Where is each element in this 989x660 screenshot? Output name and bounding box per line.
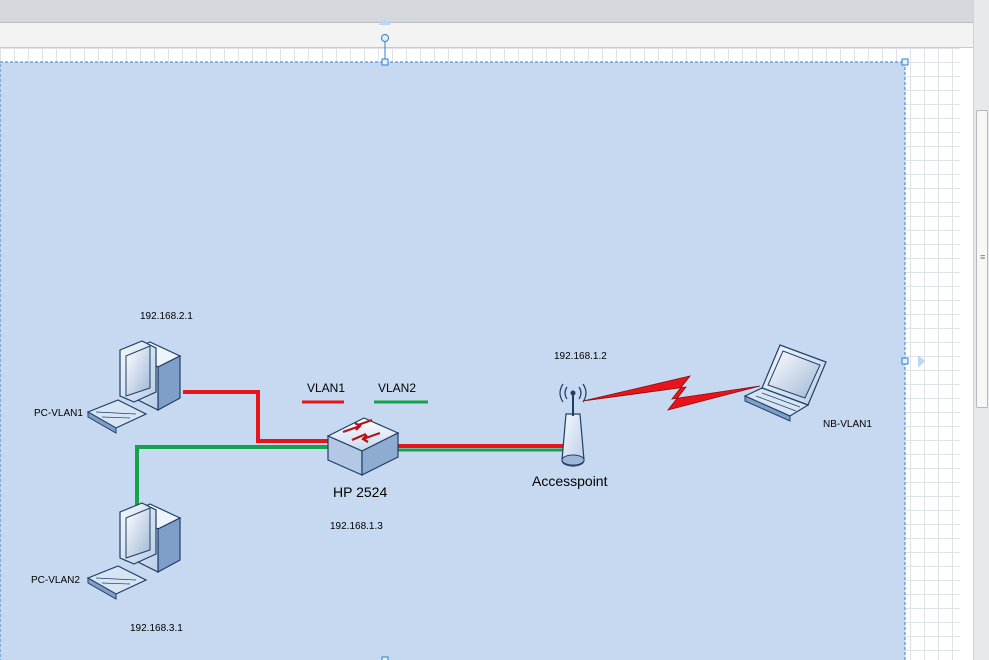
selection-handle-bottom[interactable] bbox=[381, 656, 389, 660]
legend-vlan2-label: VLAN2 bbox=[378, 381, 416, 395]
vlan1-link-pc1-switch[interactable] bbox=[183, 390, 335, 443]
accesspoint-icon[interactable] bbox=[559, 383, 587, 467]
scroll-grip-icon: ≡ bbox=[980, 252, 986, 262]
notebook-icon[interactable] bbox=[743, 344, 827, 422]
pc-vlan2-name: PC-VLAN2 bbox=[31, 575, 80, 586]
legend-vlan1-label: VLAN1 bbox=[307, 381, 345, 395]
notebook-name: NB-VLAN1 bbox=[823, 419, 872, 430]
rotation-handle[interactable] bbox=[381, 34, 389, 42]
pc-vlan2-ip: 192.168.3.1 bbox=[130, 623, 183, 634]
accesspoint-name: Accesspoint bbox=[532, 473, 608, 489]
switch-icon[interactable] bbox=[326, 417, 400, 476]
resize-arrow-top-icon[interactable] bbox=[379, 18, 391, 25]
scrollbar-thumb[interactable]: ≡ bbox=[976, 110, 988, 408]
top-toolbar bbox=[0, 0, 973, 23]
selection-handle-top-right[interactable] bbox=[901, 58, 909, 66]
switch-ip: 192.168.1.3 bbox=[330, 521, 383, 532]
vertical-scrollbar[interactable]: ≡ bbox=[973, 0, 989, 660]
switch-name: HP 2524 bbox=[333, 484, 387, 500]
accesspoint-ip: 192.168.1.2 bbox=[554, 351, 607, 362]
vlan2-link-pc2-switch[interactable] bbox=[135, 445, 335, 505]
selection-handle-right[interactable] bbox=[901, 357, 909, 365]
horizontal-ruler bbox=[0, 23, 973, 48]
pc-vlan1-name: PC-VLAN1 bbox=[34, 408, 83, 419]
resize-arrow-right-icon[interactable] bbox=[918, 355, 925, 368]
wireless-link-bolt[interactable] bbox=[582, 375, 761, 411]
pc-vlan1-icon[interactable] bbox=[86, 340, 182, 434]
pc-vlan2-icon[interactable] bbox=[86, 502, 182, 600]
selection-handle-top[interactable] bbox=[381, 58, 389, 66]
pc-vlan1-ip: 192.168.2.1 bbox=[140, 311, 193, 322]
